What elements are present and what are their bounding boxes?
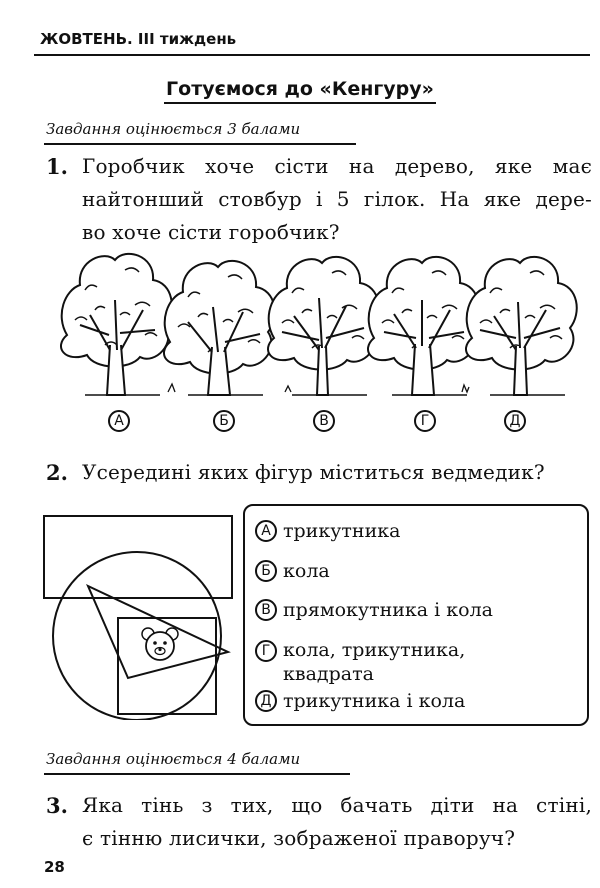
tree-option-d[interactable]: Г <box>414 410 436 432</box>
tree-option-e[interactable]: Д <box>504 410 526 432</box>
q2-answer-a[interactable]: А трикутника <box>255 520 400 542</box>
q2-answer-d-line-2: квадрата <box>283 663 374 685</box>
q2-answer-a-letter: А <box>255 520 277 542</box>
q2-answer-e[interactable]: Д трикутника і кола <box>255 690 465 712</box>
q1-number: 1. <box>46 154 68 179</box>
q2-answer-e-letter: Д <box>255 690 277 712</box>
page-number: 28 <box>44 858 65 876</box>
scoring-divider-4 <box>44 773 350 775</box>
tree-d <box>366 255 480 396</box>
circle-shape <box>52 551 222 720</box>
scoring-label-4: Завдання оцінюється 4 балами <box>46 750 301 768</box>
q1-line-2: найтонший стовбур і 5 гілок. На яке дере… <box>82 187 592 211</box>
q1-line-1: Горобчик хоче сісти на дерево, яке має <box>82 154 592 178</box>
tree-b <box>162 259 276 396</box>
q2-answer-d[interactable]: Г кола, трикутника, квадрата <box>255 638 465 686</box>
section-title-text: Готуємося до «Кенгуру» <box>164 78 436 104</box>
tree-option-b[interactable]: Б <box>213 410 235 432</box>
q3-number: 3. <box>46 793 68 818</box>
q2-answer-c-letter: В <box>255 599 277 621</box>
large-rectangle <box>43 515 233 599</box>
q2-answer-d-text: кола, трикутника, квадрата <box>283 638 465 686</box>
tree-option-a[interactable]: А <box>108 410 130 432</box>
scoring-divider-3 <box>44 143 356 145</box>
q2-answer-c-text: прямокутника і кола <box>283 599 493 621</box>
shapes-figure <box>43 515 233 720</box>
q2-answer-b-letter: Б <box>255 560 277 582</box>
q3-line-1: Яка тінь з тих, що бачать діти на стіні, <box>82 793 592 817</box>
trees-illustration <box>60 252 578 396</box>
q1-line-3: во хоче сісти горобчик? <box>82 220 340 244</box>
q2-answer-b[interactable]: Б кола <box>255 560 330 582</box>
q2-answer-box: А трикутника Б кола В прямокутника і кол… <box>243 504 589 726</box>
triangle-shape <box>86 583 231 680</box>
q2-text: Усередині яких фігур міститься ведмедик? <box>82 460 545 484</box>
q2-answer-b-text: кола <box>283 560 330 582</box>
q2-answer-d-line-1: кола, трикутника, <box>283 639 466 661</box>
q2-answer-c[interactable]: В прямокутника і кола <box>255 599 493 621</box>
tree-c <box>266 255 380 396</box>
scoring-label-3: Завдання оцінюється 3 балами <box>46 120 301 138</box>
tree-e <box>464 255 578 396</box>
section-title: Готуємося до «Кенгуру» <box>0 78 600 104</box>
tree-option-c[interactable]: В <box>313 410 335 432</box>
q1-text: Горобчик хоче сісти на дерево, яке має н… <box>82 150 592 249</box>
square-shape <box>117 617 217 715</box>
q2-answer-a-text: трикутника <box>283 520 401 542</box>
q3-line-2: є тінню лисички, зображеної праворуч? <box>82 826 516 850</box>
tree-a <box>60 252 173 396</box>
q2-number: 2. <box>46 460 68 485</box>
q2-answer-e-text: трикутника і кола <box>283 690 466 712</box>
chapter-header: ЖОВТЕНЬ. III тиждень <box>40 30 237 48</box>
header-divider <box>34 54 590 56</box>
q2-answer-d-letter: Г <box>255 640 277 662</box>
q3-text: Яка тінь з тих, що бачать діти на стіні,… <box>82 789 592 855</box>
bear-icon <box>141 627 179 661</box>
